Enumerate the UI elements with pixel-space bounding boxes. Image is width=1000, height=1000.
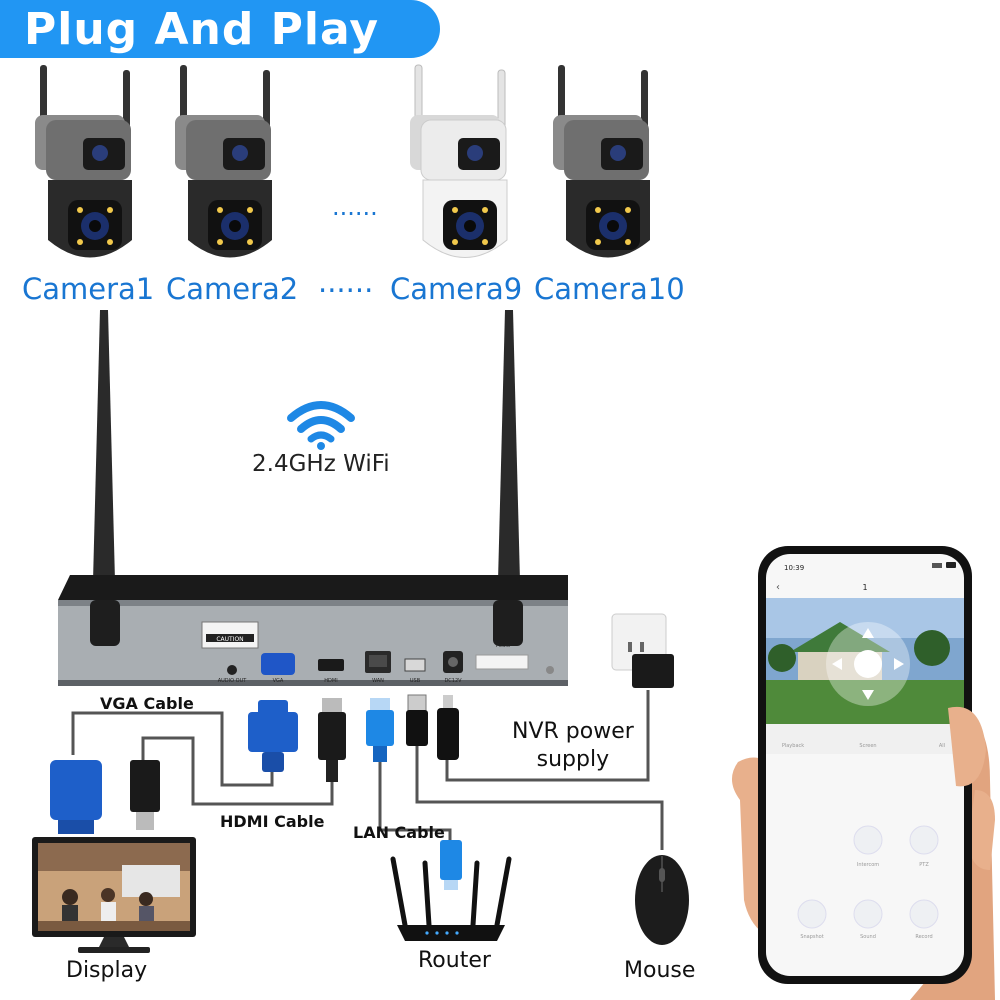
wifi-label: 2.4GHz WiFi (252, 451, 390, 477)
nvr-recorder: CAUTION AUDIO OUT VGA HDMI WAN USB DC12V… (58, 310, 568, 686)
control-sound-label: Sound (860, 934, 876, 940)
intercom-icon (853, 825, 883, 855)
tab-playback: Playback (782, 743, 804, 749)
page-title: Plug And Play (24, 4, 380, 55)
control-ptz-label: PTZ (919, 862, 929, 868)
camera-9-icon (409, 64, 508, 258)
lan-cable-label: LAN Cable (353, 823, 445, 842)
camera-2-label: Camera2 (166, 272, 299, 306)
back-chevron-icon: ‹ (776, 582, 780, 593)
mouse-icon (635, 855, 689, 945)
display-label: Display (66, 958, 148, 983)
smartphone-app: 10:39 ‹ 1 Playback Screen All Intercom P… (731, 546, 995, 1000)
port-label-audio-out: AUDIO OUT (218, 678, 248, 684)
hdmi-cable-label: HDMI Cable (220, 812, 325, 831)
nvr-power-supply-line-1: NVR power (512, 719, 634, 744)
sound-icon (853, 899, 883, 929)
cable-diagram (50, 690, 664, 890)
snapshot-icon (797, 899, 827, 929)
port-label-usb: USB (410, 678, 421, 684)
tab-screen: Screen (859, 743, 876, 749)
camera-9-label: Camera9 (390, 272, 523, 306)
caution-label: CAUTION (216, 636, 243, 643)
phone-status-time: 10:39 (784, 564, 804, 572)
vga-connector-icon (248, 700, 298, 772)
control-snapshot-label: Snapshot (800, 934, 823, 940)
power-adapter-icon (611, 613, 674, 688)
ptz-down-icon (862, 690, 874, 700)
camera-10-label: Camera10 (534, 272, 685, 306)
record-icon (909, 899, 939, 929)
control-intercom-label: Intercom (857, 862, 879, 868)
router-icon (390, 856, 512, 941)
port-label-hdmi: HDMI (324, 678, 337, 684)
camera-ellipsis: ...... (318, 265, 374, 299)
ptz-up-icon (862, 628, 874, 638)
header-banner (0, 0, 440, 58)
display-vga-connector-icon (50, 760, 102, 834)
ptz-right-icon (894, 658, 904, 670)
usb-connector-icon (406, 694, 428, 746)
port-label-vga: VGA (273, 678, 284, 684)
display-hdmi-connector-icon (130, 760, 160, 830)
display-monitor-icon (32, 837, 196, 953)
nvr-power-supply-line-2: supply (536, 747, 610, 772)
router-lan-connector-icon (440, 840, 462, 890)
camera-10-icon (553, 65, 650, 258)
camera-gap-ellipsis: ...... (332, 193, 378, 221)
tab-all: All (939, 743, 945, 749)
wifi-icon (287, 401, 355, 450)
nvr-power-supply-label: NVR power supply (512, 718, 634, 774)
dc-power-connector-icon (437, 695, 459, 760)
vga-cable-label: VGA Cable (100, 694, 194, 713)
camera-1-label: Camera1 (22, 272, 155, 306)
control-record-label: Record (915, 934, 932, 940)
port-label-wan: WAN (372, 678, 384, 684)
ptz-left-icon (832, 658, 842, 670)
port-label-dc12v: DC12V (444, 678, 462, 684)
lan-connector-icon (366, 698, 394, 762)
mouse-label: Mouse (624, 958, 696, 983)
hdmi-connector-icon (318, 698, 346, 782)
power-tag-label: Power (496, 643, 512, 649)
channel-title: 1 (862, 583, 867, 592)
ptz-icon (909, 825, 939, 855)
camera-1-icon (35, 65, 132, 258)
camera-2-icon (175, 65, 272, 258)
router-label: Router (418, 948, 491, 973)
camera-row: ...... (35, 64, 650, 258)
